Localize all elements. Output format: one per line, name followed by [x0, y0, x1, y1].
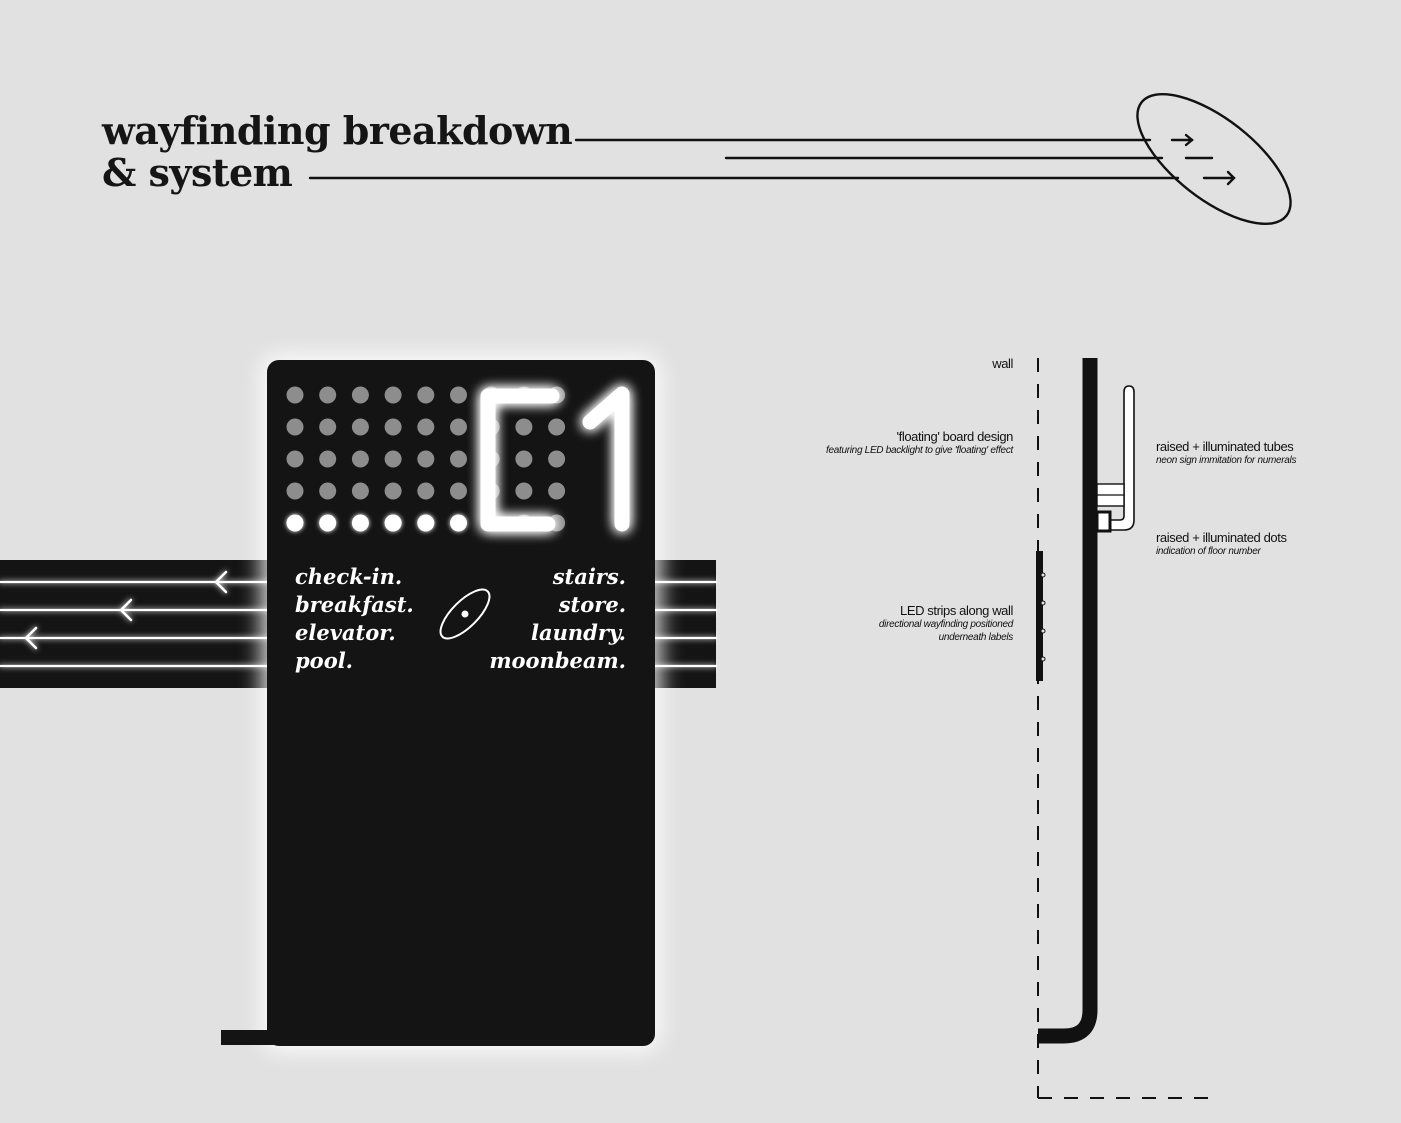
sign-label: stairs. [552, 564, 626, 589]
header-arrow-icon [1170, 133, 1194, 147]
sign-label: breakfast. [295, 592, 414, 617]
led-strip-node [1040, 628, 1046, 634]
sign-labels-right: stairs. store. laundry. moonbeam. [489, 563, 626, 675]
annotation-led-strips: LED strips along wall directional wayfin… [878, 603, 1013, 643]
floating-sign-board [267, 360, 655, 1046]
annotation-wall: wall [992, 356, 1013, 371]
sign-label: check-in. [295, 564, 403, 589]
tube-profile [1099, 385, 1135, 531]
header-oval-logo-icon [1136, 92, 1292, 226]
title-line-2: & system [102, 150, 293, 195]
tube-standoff [1096, 483, 1125, 507]
annotation-floating-board: 'floating' board design featuring LED ba… [825, 429, 1013, 456]
annotation-dots: raised + illuminated dots indication of … [1156, 530, 1287, 557]
page-title: wayfinding breakdown & system [102, 108, 573, 195]
led-strip-node [1040, 600, 1046, 606]
sign-label: laundry. [531, 620, 626, 645]
board-profile [1038, 358, 1098, 1044]
annotation-tubes: raised + illuminated tubes neon sign imm… [1156, 439, 1297, 466]
sign-label: store. [558, 592, 626, 617]
led-strip-left [0, 560, 300, 688]
sign-label: pool. [295, 648, 353, 673]
led-strip-node [1040, 572, 1046, 578]
led-strip-node [1040, 656, 1046, 662]
led-strip-section [1036, 551, 1043, 681]
dot-profile [1095, 510, 1112, 533]
sign-label: moonbeam. [489, 648, 626, 673]
sign-label: elevator. [295, 620, 396, 645]
sign-labels-left: check-in. breakfast. elevator. pool. [295, 563, 414, 675]
title-line-1: wayfinding breakdown [102, 108, 573, 153]
header-arrow-icon [1202, 170, 1236, 186]
